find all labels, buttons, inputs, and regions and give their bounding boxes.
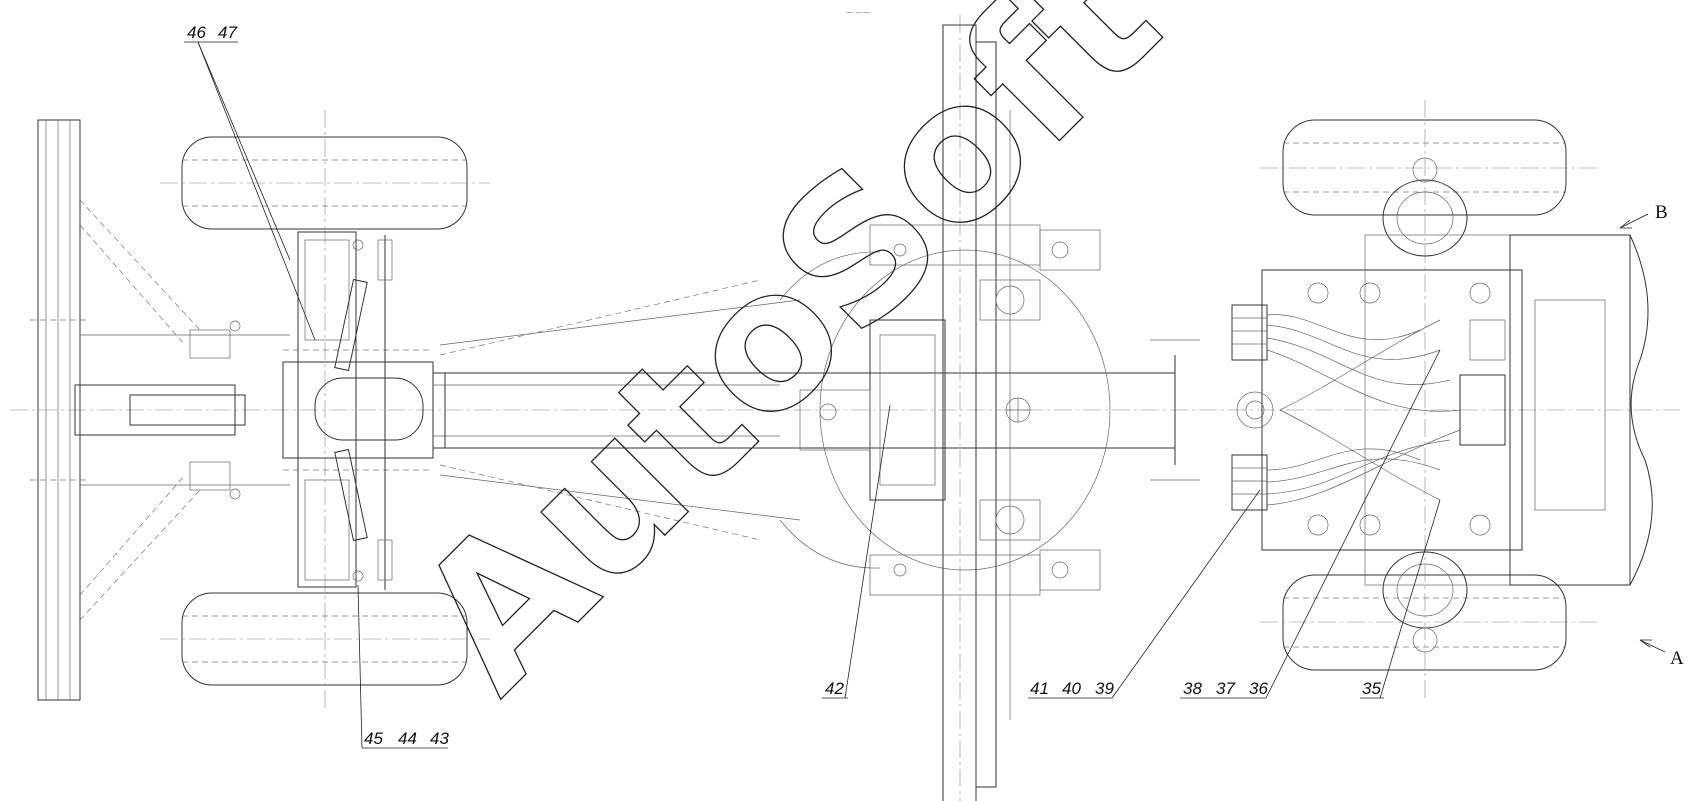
callout-42-label: 42 xyxy=(825,679,844,698)
watermark-text: AutoSoft xyxy=(376,0,1200,732)
center-beam xyxy=(869,15,1101,801)
callout-44: 44 xyxy=(398,729,417,748)
callout-35-label: 35 xyxy=(1362,679,1381,698)
view-arrow-a: A xyxy=(1639,639,1684,669)
callout-36: 36 xyxy=(1249,679,1268,698)
callout-38-37-36: 38 37 36 xyxy=(1180,349,1441,699)
rear-bumper xyxy=(30,119,90,701)
rear-axle-assembly xyxy=(282,231,434,590)
rear-tire-top xyxy=(160,136,490,230)
callout-40: 40 xyxy=(1062,679,1081,698)
callout-37: 37 xyxy=(1216,679,1235,698)
valve-block xyxy=(1231,304,1268,511)
rear-tire-bottom xyxy=(160,592,490,686)
front-frame xyxy=(1236,234,1653,586)
front-axle-hubs xyxy=(1382,157,1468,653)
callout-39: 39 xyxy=(1095,679,1114,698)
callout-42: 42 xyxy=(822,404,891,699)
callout-38: 38 xyxy=(1183,679,1202,698)
hydraulic-hoses xyxy=(1266,314,1506,506)
callout-41: 41 xyxy=(1030,679,1049,698)
callout-43: 43 xyxy=(430,729,449,748)
main-frame xyxy=(432,279,1200,541)
callout-47: 47 xyxy=(218,23,237,42)
view-arrow-b: B xyxy=(1619,202,1668,229)
top-mark: ㅡ ㅡㅡ xyxy=(846,9,870,18)
callout-41-40-39: 41 40 39 xyxy=(1028,489,1261,699)
rear-a-frame xyxy=(74,199,290,621)
callout-46: 46 xyxy=(187,23,206,42)
view-label-a: A xyxy=(1670,648,1684,669)
callout-35: 35 xyxy=(1360,499,1441,699)
watermark: AutoSoft xyxy=(375,0,1200,732)
callout-45-44-43: 45 44 43 xyxy=(357,584,449,749)
front-tire-top xyxy=(1260,119,1600,216)
articulation-joint xyxy=(779,249,1111,571)
callout-46-47: 46 47 xyxy=(184,23,316,341)
view-label-b: B xyxy=(1655,202,1668,223)
front-tire-bottom xyxy=(1260,574,1600,671)
callout-45: 45 xyxy=(364,729,383,748)
